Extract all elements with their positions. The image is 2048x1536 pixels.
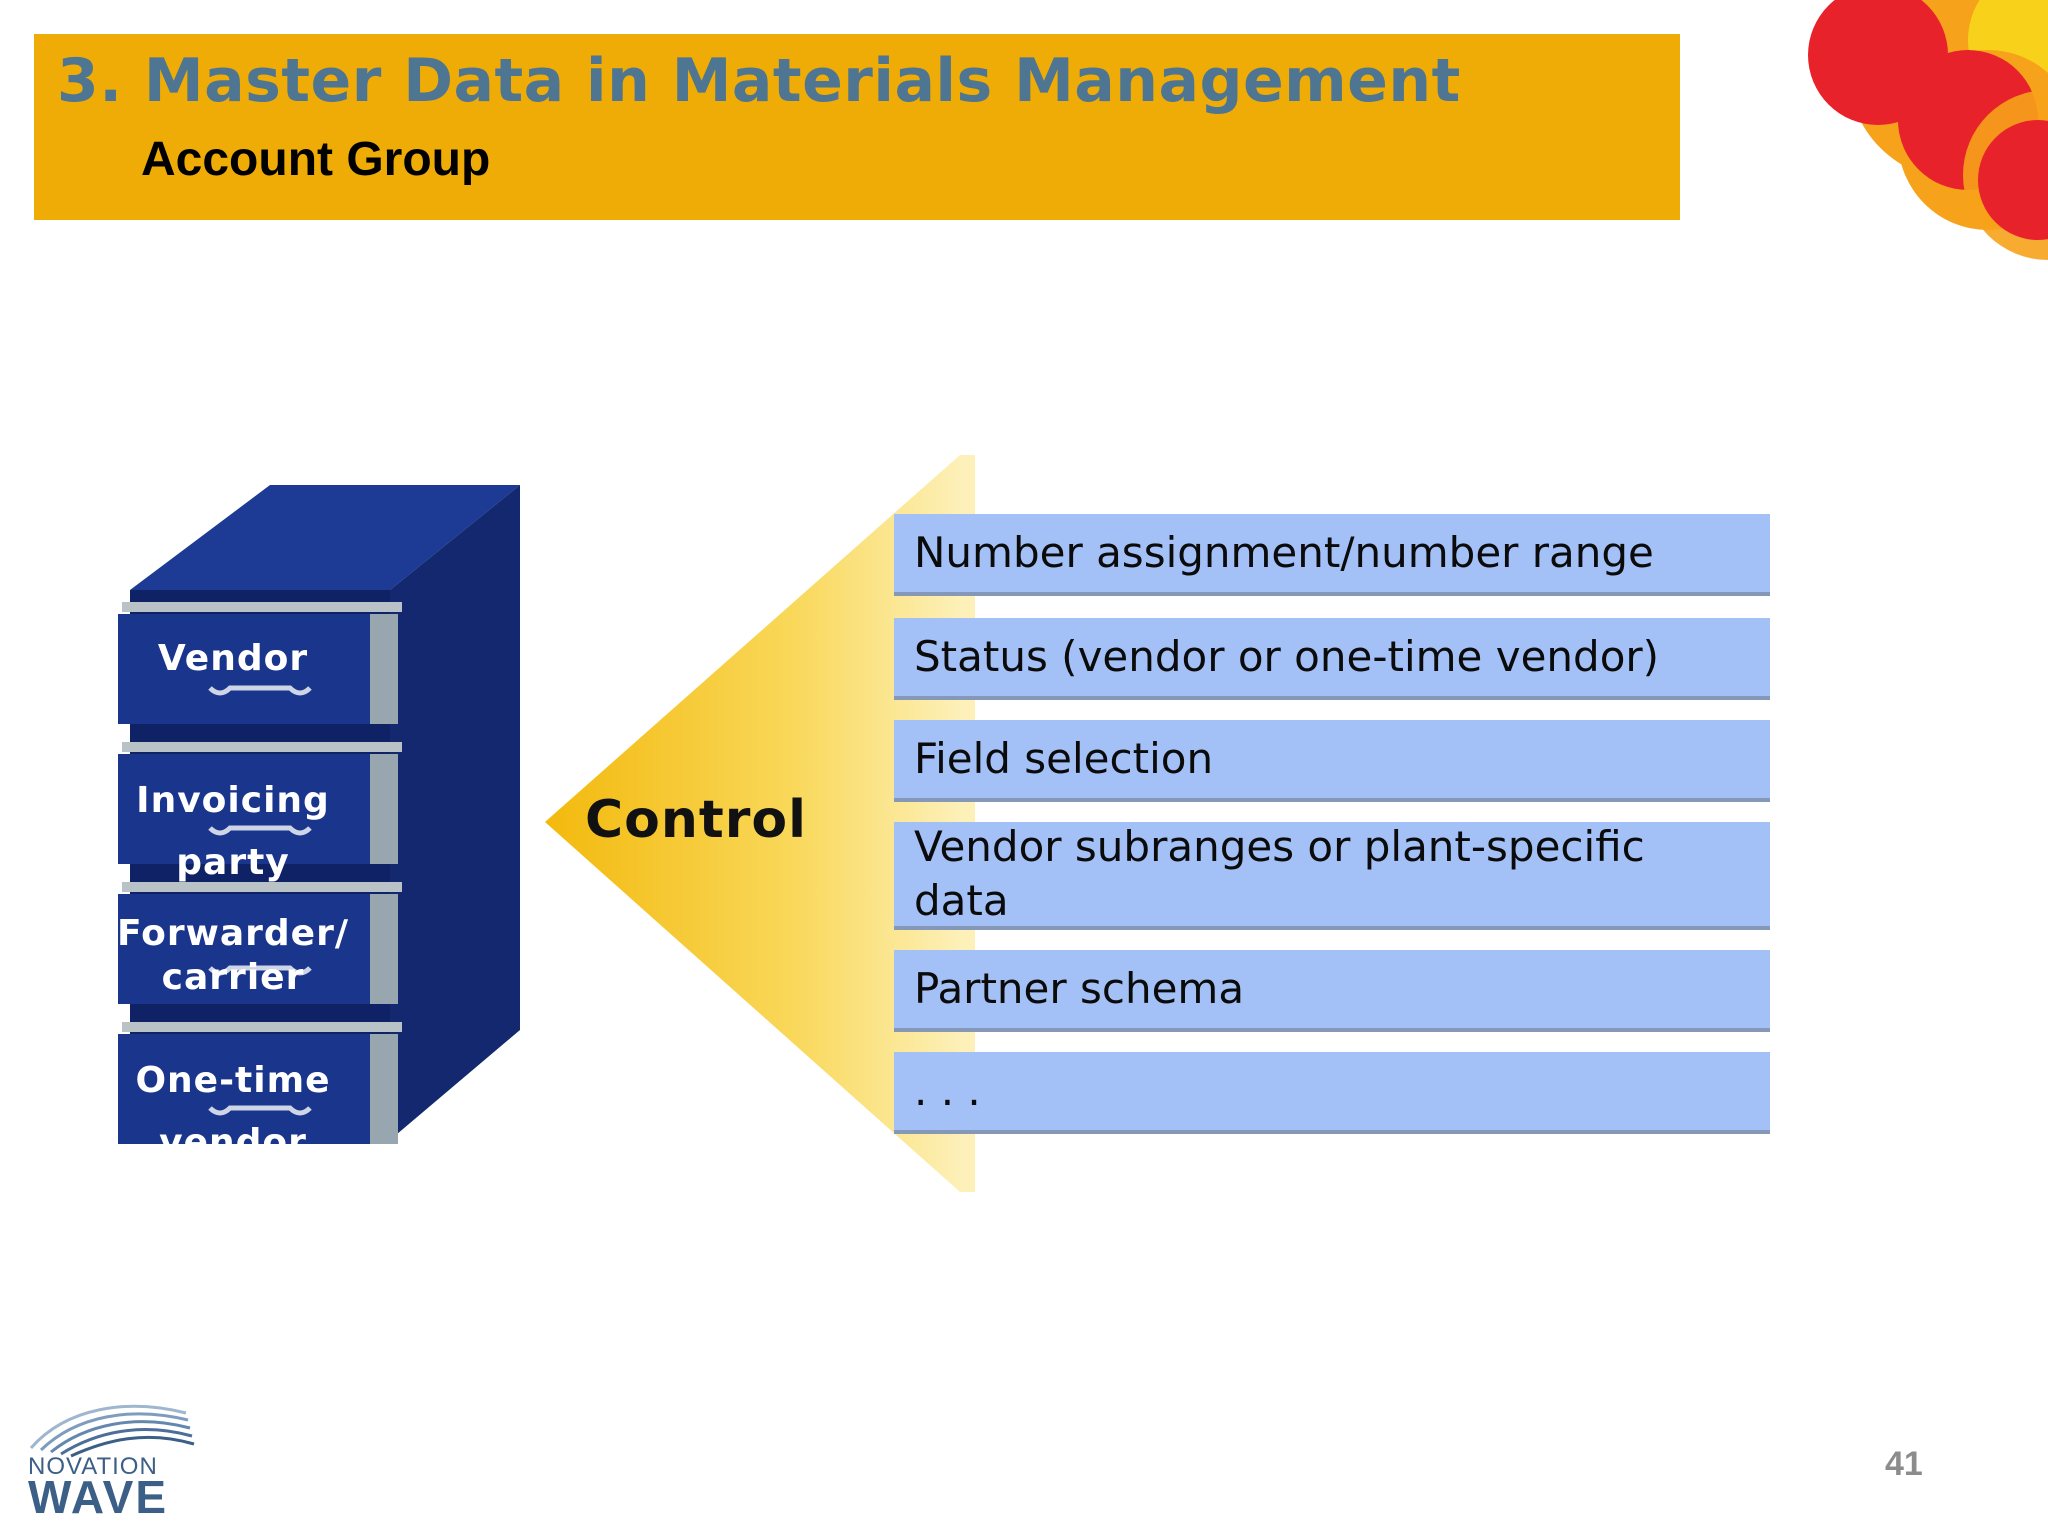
- control-vendor-subranges: Vendor subranges or plant-specific data: [894, 822, 1770, 930]
- control-number-assignment: Number assignment/number range: [894, 514, 1770, 596]
- drawer-invoicing-party: Invoicing party: [108, 770, 358, 894]
- control-field-selection: Field selection: [894, 720, 1770, 802]
- page-number: 41: [1885, 1445, 1923, 1483]
- control-text: Number assignment/number range: [914, 528, 1654, 577]
- drawer-forwarder-carrier: Forwarder/ carrier: [108, 912, 358, 1000]
- logo-text-top: NOVATION: [28, 1453, 158, 1480]
- control-text: data: [914, 876, 1009, 925]
- drawer-label-line: Invoicing: [136, 780, 330, 821]
- filing-cabinet-icon: [118, 485, 520, 1144]
- control-text: Field selection: [914, 734, 1214, 783]
- logo-text-bottom: WAVE: [28, 1471, 169, 1523]
- control-text: Vendor subranges or plant-specific: [914, 822, 1645, 871]
- drawer-label-line: One-time: [135, 1060, 331, 1101]
- control-partner-schema: Partner schema: [894, 950, 1770, 1032]
- control-text: . . .: [914, 1066, 981, 1115]
- decorative-circles-icon: [1808, 0, 2048, 260]
- control-label: Control: [585, 790, 807, 850]
- drawer-label-line: party: [176, 842, 290, 883]
- drawer-vendor: Vendor: [108, 628, 358, 690]
- control-text: Partner schema: [914, 964, 1245, 1013]
- drawer-label-line: vendor: [159, 1122, 307, 1163]
- drawer-label-line: carrier: [161, 957, 305, 998]
- novation-wave-logo-icon: [29, 1404, 195, 1458]
- page-title: 3. Master Data in Materials Management: [57, 46, 1461, 116]
- title-banner: 3. Master Data in Materials Management A…: [34, 34, 1680, 220]
- control-text: Status (vendor or one-time vendor): [914, 632, 1660, 681]
- drawer-label-line: Forwarder/: [116, 913, 349, 954]
- control-more: . . .: [894, 1052, 1770, 1134]
- drawer-one-time-vendor: One-time vendor: [108, 1050, 358, 1174]
- page-subtitle: Account Group: [141, 133, 491, 186]
- drawer-label-line: Vendor: [157, 638, 309, 679]
- control-status: Status (vendor or one-time vendor): [894, 618, 1770, 700]
